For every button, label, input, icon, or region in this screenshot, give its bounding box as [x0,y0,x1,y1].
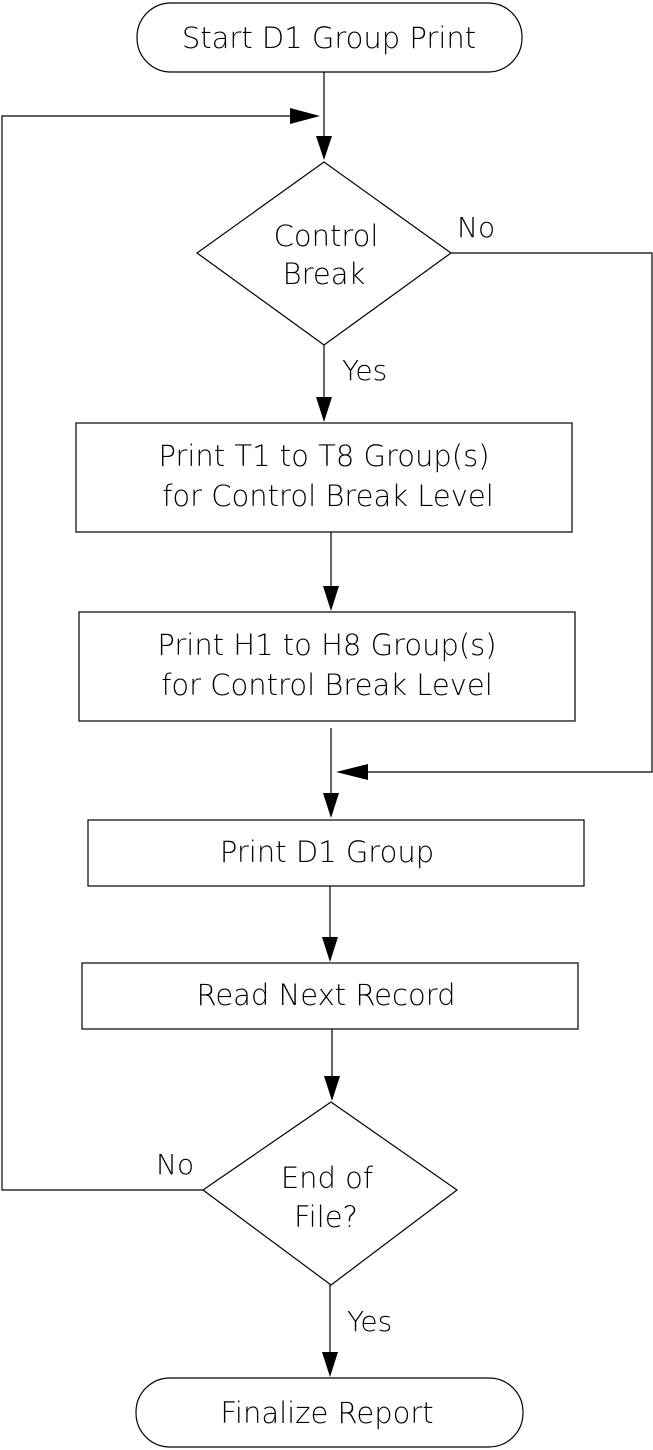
end-of-file-no-label: No [156,1148,194,1181]
read-next-record-box[interactable]: Read Next Record [81,962,579,1030]
control-break-yes-label: Yes [342,354,387,387]
edge-read-next-to-end-of-file [324,1029,340,1101]
control-break-no-label: No [457,211,495,244]
start-terminator[interactable]: Start D1 Group Print [136,2,523,73]
control-break-decision[interactable]: Control Break [195,161,453,346]
read-next-label: Read Next Record [196,978,455,1012]
control-break-line-1: Control [274,219,379,253]
start-label: Start D1 Group Print [182,21,476,55]
end-of-file-yes-label: Yes [347,1305,392,1338]
control-break-line-2: Break [283,257,366,291]
end-of-file-line-1: End of [281,1161,374,1195]
edge-print-d1-to-read-next [322,886,338,962]
print-t-line-1: Print T1 to T8 Group(s) [158,439,489,473]
print-d1-group-box[interactable]: Print D1 Group [87,819,585,887]
print-d1-label: Print D1 Group [220,835,434,869]
print-t-groups-box[interactable]: Print T1 to T8 Group(s) for Control Brea… [75,422,573,533]
print-h-groups-box[interactable]: Print H1 to H8 Group(s) for Control Brea… [78,611,576,722]
print-h-line-2: for Control Break Level [161,668,493,702]
edge-control-break-no [336,252,653,780]
finalize-label: Finalize Report [220,1396,433,1430]
end-of-file-decision[interactable]: End of File? [201,1101,459,1286]
finalize-terminator[interactable]: Finalize Report [135,1377,524,1448]
edge-print-t-to-print-h [323,532,339,611]
print-h-line-1: Print H1 to H8 Group(s) [157,628,496,662]
edge-loop-back [1,108,320,1191]
edge-print-h-to-print-d1 [323,728,339,818]
edge-end-of-file-yes [322,1285,338,1377]
edge-control-break-yes [316,345,332,422]
end-of-file-line-2: File? [294,1200,358,1234]
edge-start-to-control-break [316,72,332,160]
print-t-line-2: for Control Break Level [162,479,494,513]
